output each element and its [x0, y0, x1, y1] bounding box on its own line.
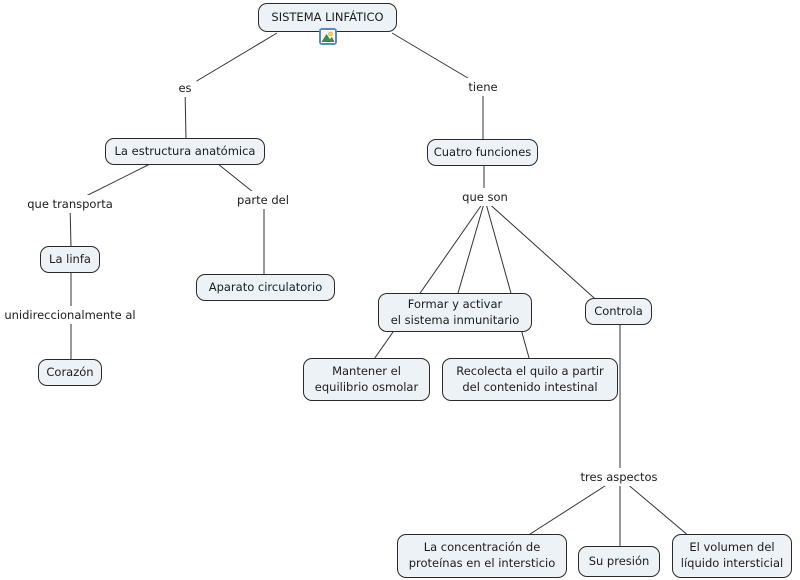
edge-queson-mantener [369, 199, 486, 366]
node-aparato-circulatorio[interactable]: Aparato circulatorio [196, 274, 335, 301]
node-sistema-linfatico[interactable]: SISTEMA LINFÁTICO [258, 3, 397, 32]
edge-queson-controla [484, 199, 604, 307]
node-concentracion-proteinas[interactable]: La concentración de proteínas en el inte… [397, 534, 567, 578]
node-volumen-liquido-intersticial[interactable]: El volumen del líquido intersticial [672, 534, 792, 578]
linking-phrase-tiene[interactable]: tiene [463, 78, 503, 96]
image-glyph [322, 31, 334, 42]
node-formar-activar-sistema-inmunitario[interactable]: Formar y activar el sistema inmunitario [378, 293, 532, 332]
linking-phrase-tres-aspectos[interactable]: tres aspectos [575, 468, 663, 486]
node-estructura-anatomica[interactable]: La estructura anatómica [105, 138, 265, 165]
linking-phrase-que-transporta[interactable]: que transporta [22, 195, 118, 213]
node-su-presion[interactable]: Su presión [578, 546, 660, 577]
node-la-linfa[interactable]: La linfa [40, 246, 100, 273]
node-cuatro-funciones[interactable]: Cuatro funciones [427, 139, 538, 166]
node-controla[interactable]: Controla [585, 298, 652, 325]
edge-queson-formar [455, 199, 486, 301]
node-recolecta-quilo[interactable]: Recolecta el quilo a partir del contenid… [442, 358, 618, 401]
linking-phrase-es[interactable]: es [173, 79, 197, 97]
linking-phrase-que-son[interactable]: que son [457, 188, 513, 206]
edge-title-es [184, 32, 278, 89]
edge-queson-recolecta [484, 199, 532, 366]
linking-phrase-parte-del[interactable]: parte del [232, 191, 294, 209]
edge-tresaspectos-volumen [618, 476, 697, 543]
node-corazon[interactable]: Corazón [38, 359, 102, 386]
image-resource-icon[interactable] [319, 28, 337, 45]
edge-tresaspectos-concentracion [512, 476, 620, 546]
linking-phrase-unidireccionalmente-al[interactable]: unidireccionalmente al [0, 306, 141, 324]
node-mantener-equilibrio-osmolar[interactable]: Mantener el equilibrio osmolar [303, 358, 430, 401]
